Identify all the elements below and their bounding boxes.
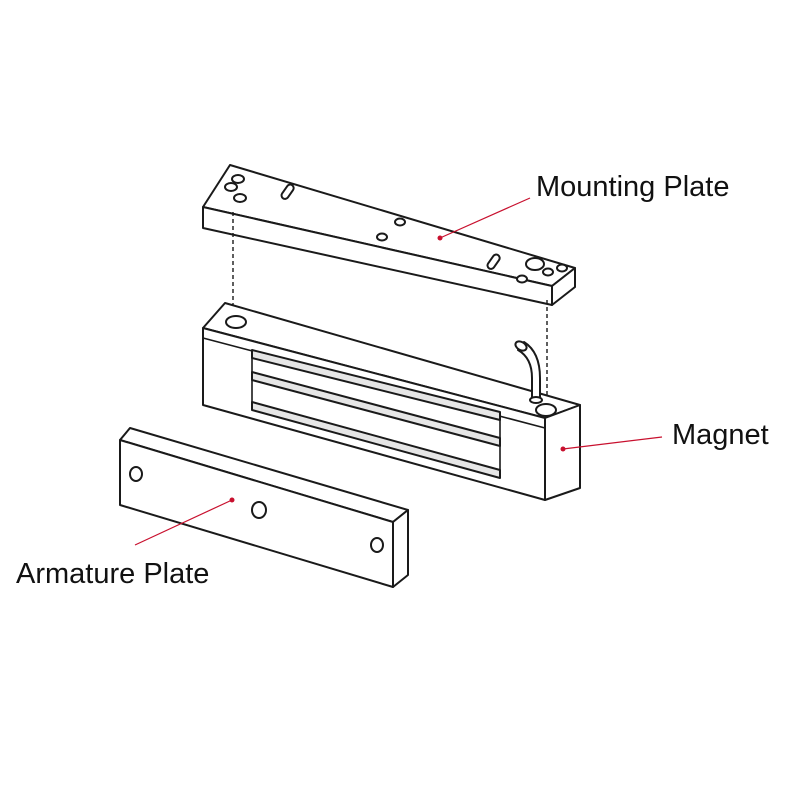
mounting-plate [202,164,576,306]
magnet-leader [562,436,663,450]
armature-plate-leader-dot [229,497,235,503]
magnet-leader-dot [560,446,566,452]
armature-plate-label: Armature Plate [16,558,210,590]
mounting-plate-leader-dot [437,235,443,241]
leader-lines [134,197,663,546]
magnet [202,302,581,501]
mounting-plate-leader [439,197,531,239]
mounting-plate-label: Mounting Plate [536,171,730,203]
magnet-label: Magnet [672,419,769,451]
armature-plate-leader [134,499,233,546]
magnet-cable [514,340,543,404]
armature-plate [119,427,409,588]
